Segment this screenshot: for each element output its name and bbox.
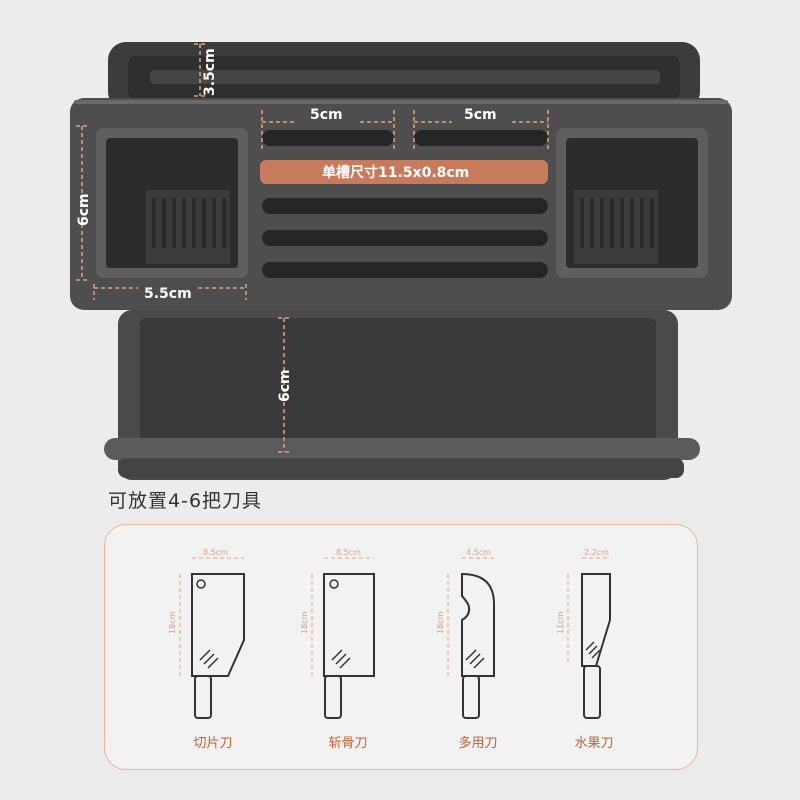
knife-slot (262, 198, 548, 214)
dim-cup-width: 5.5cm (144, 286, 192, 302)
dim-base-gap: 6cm (277, 369, 293, 402)
right-cup-grille (580, 198, 654, 248)
dim-slot-right: 5cm (464, 107, 497, 123)
knife-name-chopping: 斩骨刀 (328, 736, 368, 751)
knife-slot (262, 230, 548, 246)
knife-slot (262, 262, 548, 278)
capacity-caption: 可放置4-6把刀具 (108, 490, 263, 512)
knife-name-fruit: 水果刀 (574, 736, 614, 751)
dim-slot-left: 5cm (310, 107, 343, 123)
knife-slot (414, 130, 548, 146)
dim-top-depth: 3.5cm (202, 48, 218, 96)
knife-name-slicing: 切片刀 (193, 736, 233, 751)
knife-slot (262, 130, 394, 146)
base-tray (104, 438, 700, 460)
dim-cup-height: 6cm (76, 193, 92, 226)
highlighted-slot (260, 160, 548, 184)
knife-name-utility: 多用刀 (458, 736, 498, 751)
left-cup-grille (152, 198, 226, 248)
dim-slot-size: 单槽尺寸11.5x0.8cm (322, 164, 469, 181)
